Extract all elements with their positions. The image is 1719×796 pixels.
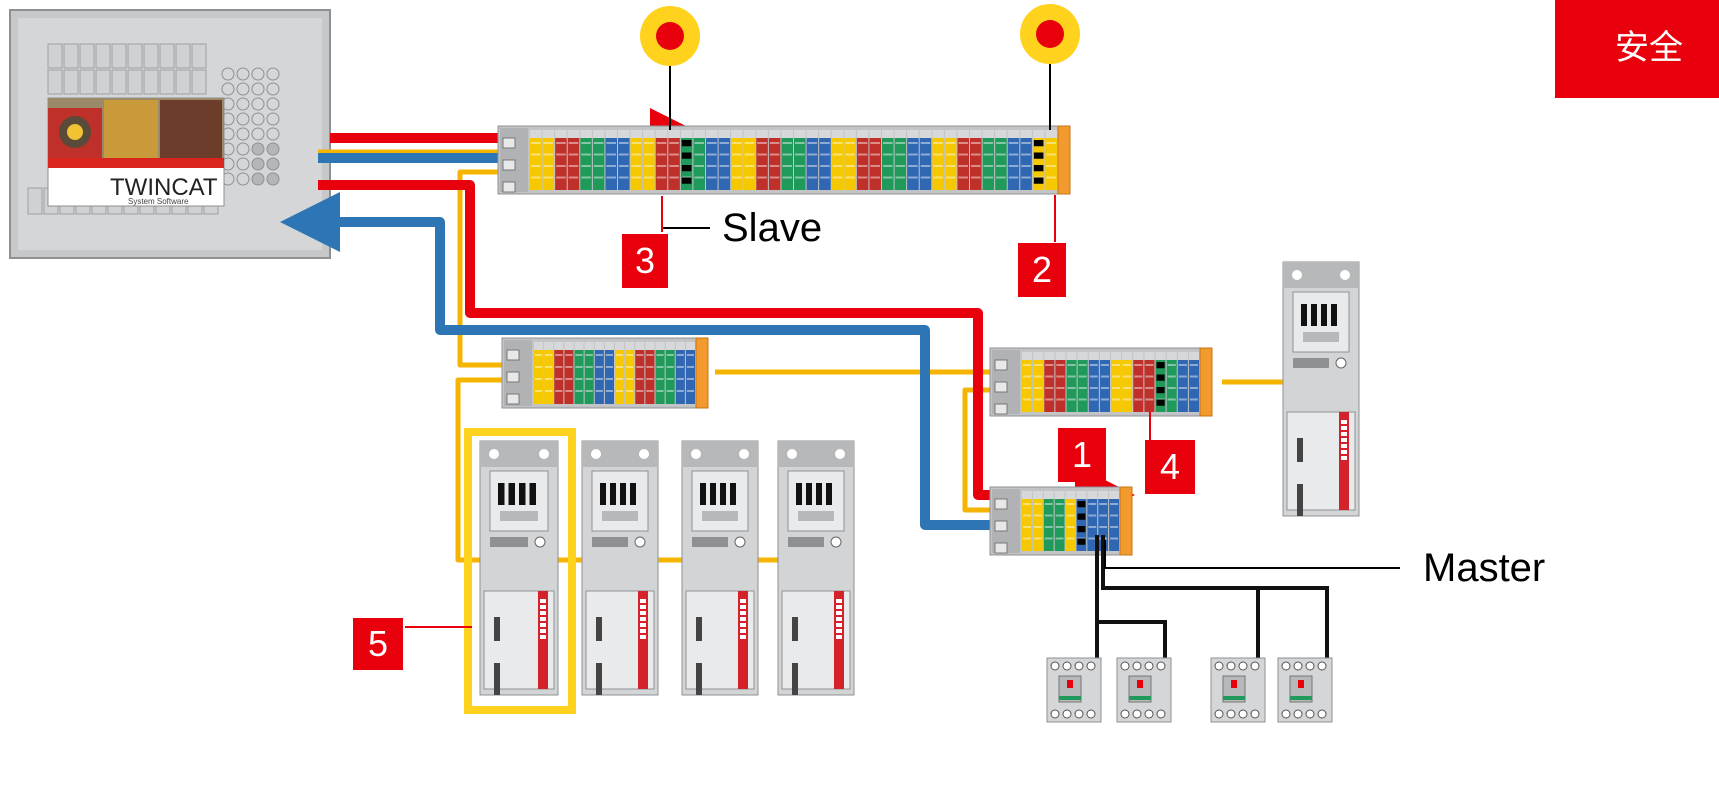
drive-unit-icon: [581, 440, 659, 696]
slave-label: Slave: [722, 206, 823, 250]
emergency-stop-icon: [1020, 4, 1080, 130]
callout-4: 4: [1145, 440, 1195, 494]
drive-unit-icon: [681, 440, 759, 696]
drive-unit-icon: [479, 440, 559, 696]
twincat-logo-subtext: System Software: [128, 197, 189, 206]
emergency-stop-icon: [640, 6, 700, 130]
contactor-icon: [1046, 657, 1102, 723]
contactor-icon: [1210, 657, 1266, 723]
contactor-icon: [1277, 657, 1333, 723]
callout-2: 2: [1018, 243, 1066, 297]
safety-banner: 安全: [1555, 0, 1719, 98]
highlighted-drive-frame: [464, 428, 576, 714]
io-terminal-strip-icon: [501, 337, 709, 409]
contactor-icon: [1116, 657, 1172, 723]
industrial-pc-icon: TWINCAT System Software: [9, 9, 331, 259]
drive-unit-icon: [777, 440, 855, 696]
contactor-wiring: [1095, 535, 1329, 660]
master-label: Master: [1423, 546, 1546, 590]
callout-5: 5: [353, 618, 403, 670]
drive-unit-icon: [1282, 261, 1360, 517]
io-terminal-strip-icon: [989, 347, 1213, 417]
io-terminal-strip-icon: [497, 125, 1071, 195]
io-terminal-strip-icon: [989, 486, 1133, 556]
callout-1: 1: [1058, 428, 1106, 482]
twincat-logo-text: TWINCAT: [110, 174, 218, 201]
callout-3: 3: [622, 234, 668, 288]
